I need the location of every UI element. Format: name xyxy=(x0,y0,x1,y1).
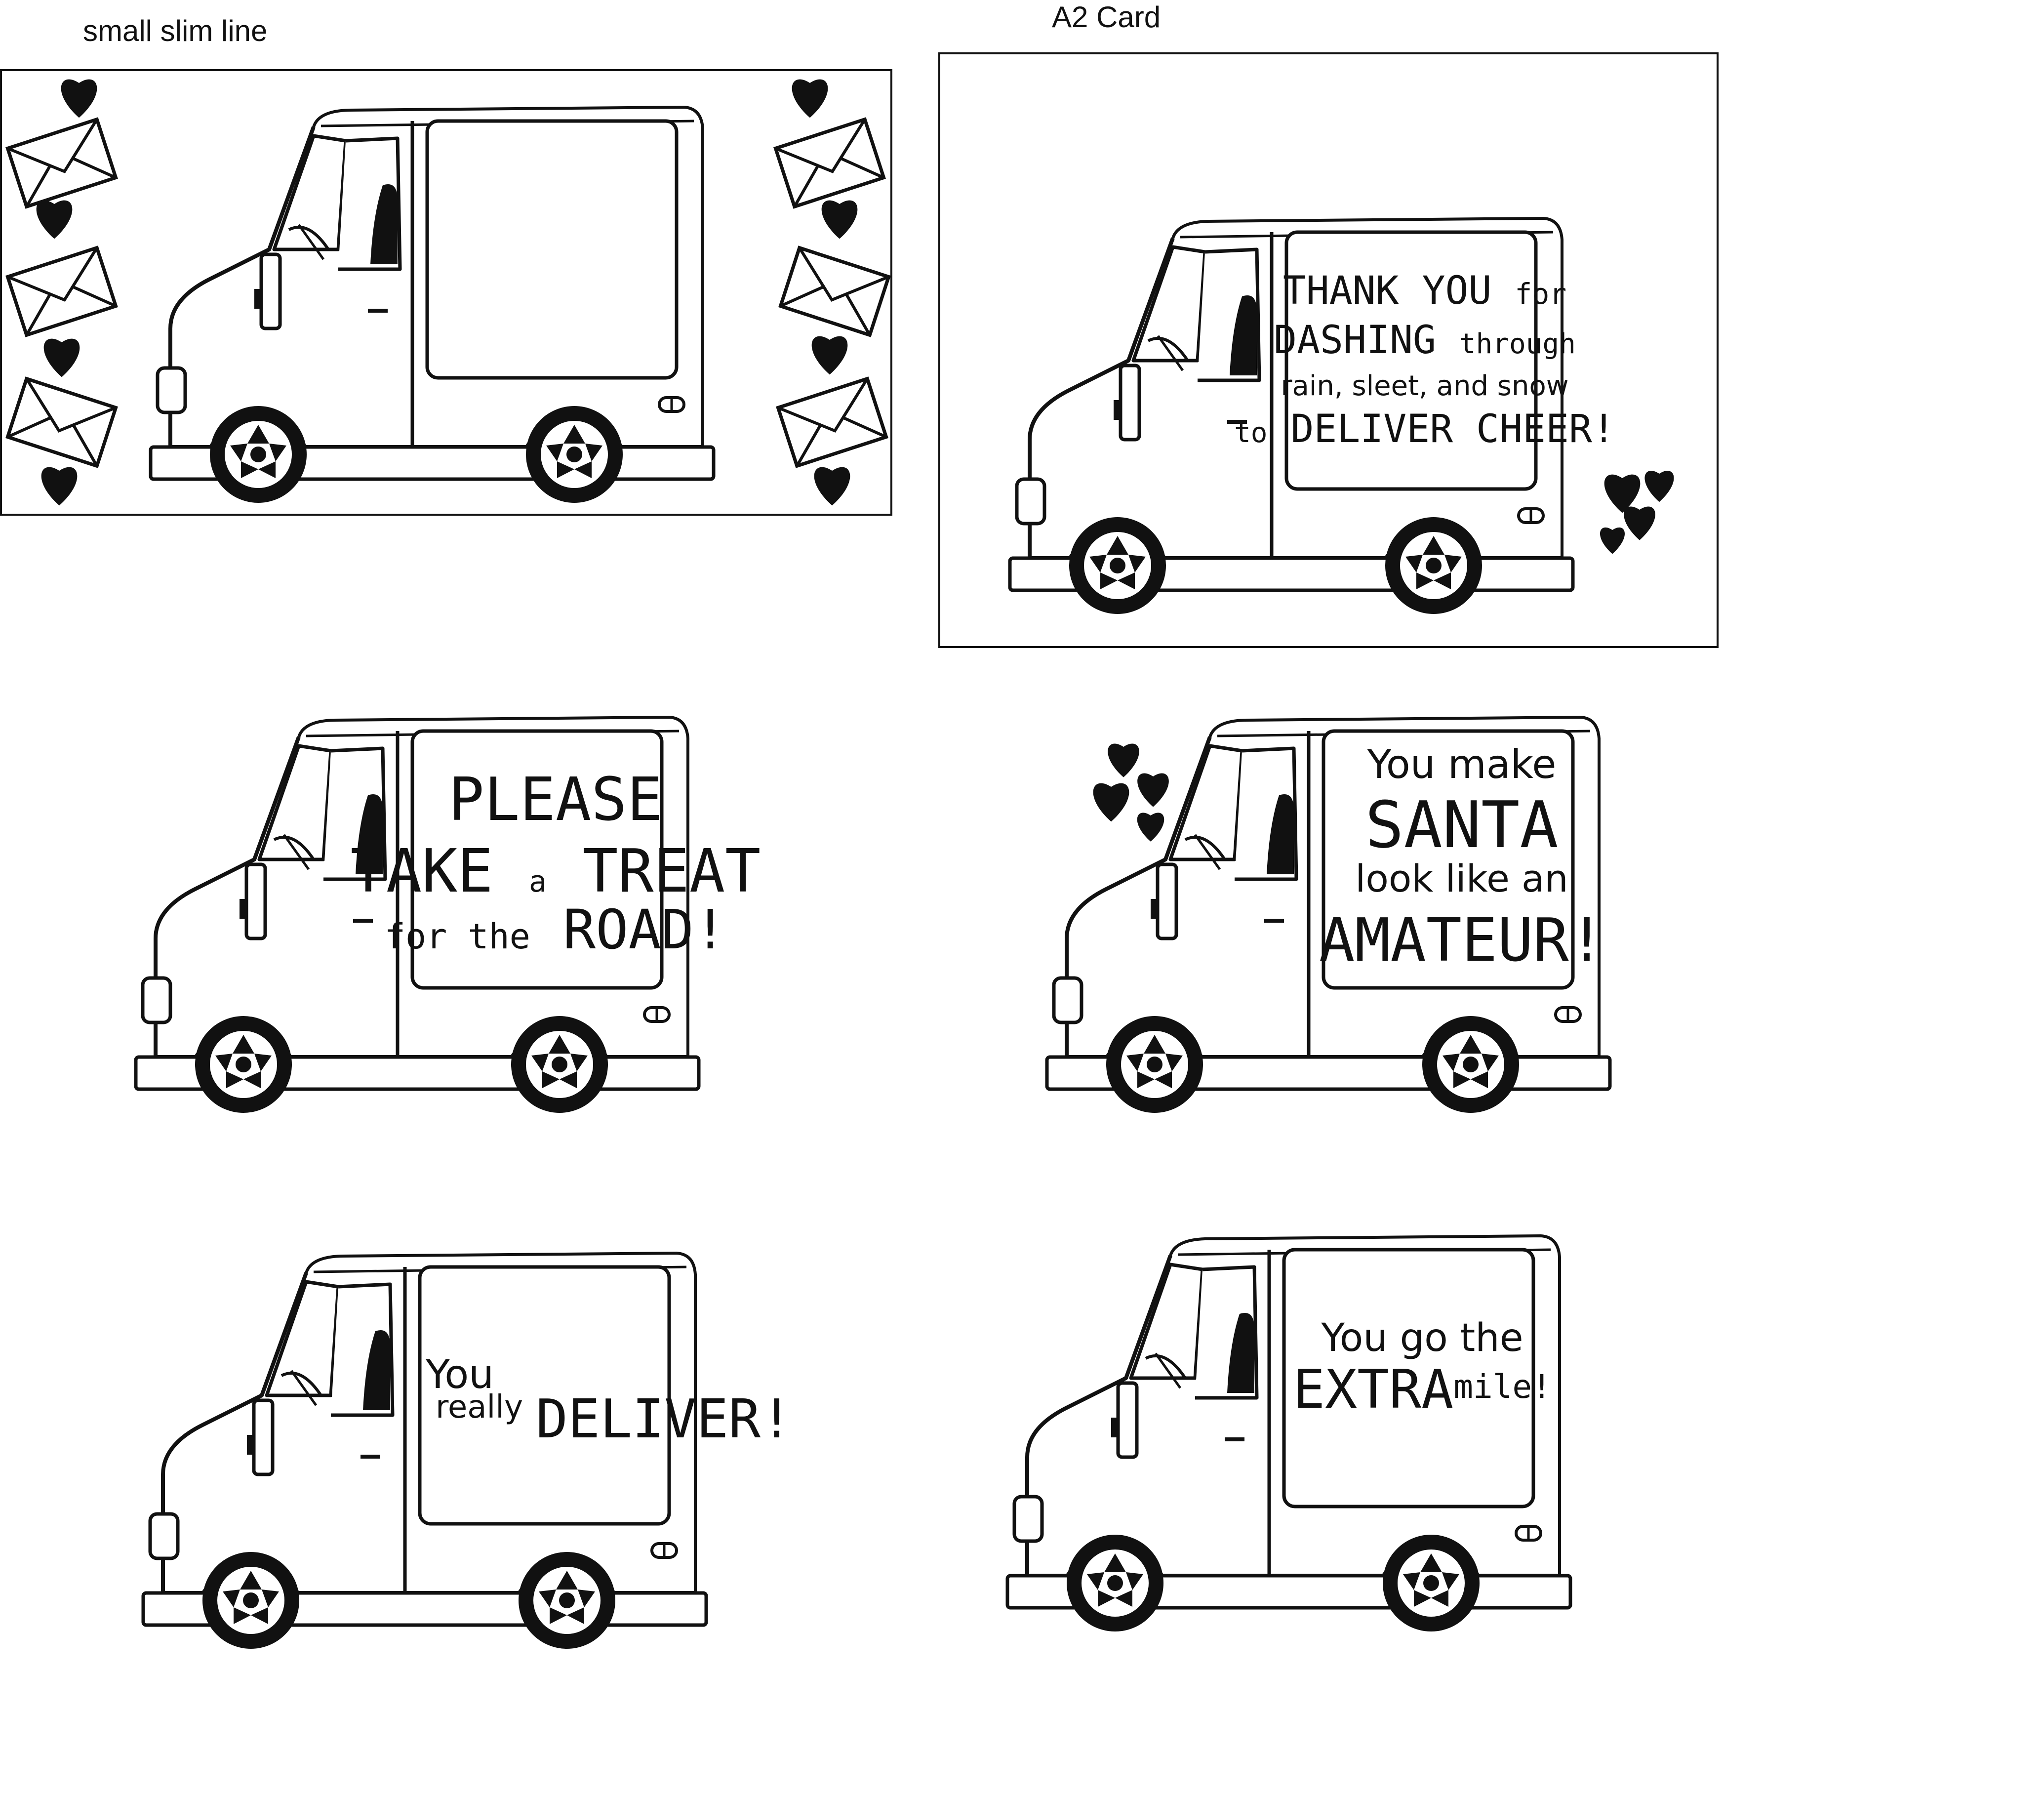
sign-line: to xyxy=(1234,417,1267,449)
sign-line: look like an xyxy=(1355,856,1568,900)
sign-line: ROAD! xyxy=(563,898,726,961)
svg-text:EXTRAmile!: EXTRAmile! xyxy=(1293,1359,1552,1421)
slimline-card xyxy=(7,79,888,506)
heart-icon xyxy=(821,200,858,239)
svg-text:DASHING through: DASHING through xyxy=(1274,318,1576,363)
heart-icon xyxy=(43,338,80,377)
deliver-van: You really DELIVER! xyxy=(143,1253,793,1649)
slimline-card-frame xyxy=(0,69,892,516)
sign-line: through xyxy=(1459,328,1576,360)
delivery-van-icon xyxy=(1007,1236,1570,1631)
heart-icon xyxy=(1600,527,1625,554)
envelope-icon xyxy=(7,120,116,207)
svg-text:TAKE a TREAT: TAKE a TREAT xyxy=(351,837,761,906)
sign-line: AMATEUR! xyxy=(1319,906,1604,975)
sign-line: a xyxy=(529,864,547,899)
sign-line: DELIVER! xyxy=(536,1388,793,1450)
a2-sign: THANK YOU for DASHING through rain, slee… xyxy=(1234,269,1615,451)
envelope-icon xyxy=(780,248,888,335)
slimline-label: small slim line xyxy=(83,14,268,47)
svg-text:to DELIVER CHEER!: to DELIVER CHEER! xyxy=(1234,407,1615,451)
heart-icon xyxy=(1604,474,1641,513)
svg-text:for the ROAD!: for the ROAD! xyxy=(385,898,726,961)
envelope-icon xyxy=(775,120,883,207)
sign-line: EXTRA xyxy=(1293,1359,1453,1421)
sign-line: TAKE xyxy=(351,837,493,906)
sign-line: You xyxy=(425,1351,494,1397)
sign-line: DELIVER CHEER! xyxy=(1290,407,1615,451)
heart-icon xyxy=(1137,813,1164,842)
heart-icon xyxy=(1644,470,1674,502)
sign-line: for the xyxy=(385,916,530,957)
treat-van: PLEASE TAKE a TREAT for the ROAD! xyxy=(136,717,761,1113)
heart-icon xyxy=(36,200,73,239)
sign-line: THANK YOU xyxy=(1283,269,1492,313)
heart-icon xyxy=(814,467,850,506)
sign-line: TREAT xyxy=(582,837,761,906)
delivery-van-icon xyxy=(151,107,714,503)
sign-line: rain, sleet, and snow xyxy=(1281,370,1568,402)
envelope-icon xyxy=(7,379,116,466)
heart-icon xyxy=(1624,506,1655,540)
heart-icon xyxy=(1093,783,1129,822)
heart-icon xyxy=(792,79,828,118)
sign-line: for xyxy=(1515,277,1566,311)
sign-line: You make xyxy=(1367,741,1557,787)
envelope-icon xyxy=(778,379,886,466)
heart-icon xyxy=(1108,743,1139,777)
a2-card-frame xyxy=(938,52,1719,648)
heart-icon xyxy=(1137,773,1169,807)
sign-line: mile! xyxy=(1453,1368,1552,1406)
sign-line: PLEASE xyxy=(448,766,662,834)
envelope-icon xyxy=(7,248,116,335)
a2-card: THANK YOU for DASHING through rain, slee… xyxy=(1010,218,1674,614)
svg-text:THANK YOU for: THANK YOU for xyxy=(1283,269,1566,313)
sign-line: You go the xyxy=(1321,1316,1523,1360)
sign-line: SANTA xyxy=(1365,787,1558,862)
santa-van: You make SANTA look like an AMATEUR! xyxy=(1047,717,1610,1113)
heart-icon xyxy=(811,336,848,375)
a2-card-label: A2 Card xyxy=(1052,0,1161,34)
heart-icon xyxy=(41,467,78,506)
sign-line: DASHING xyxy=(1274,318,1436,363)
heart-icon xyxy=(61,79,97,118)
extra-mile-van: You go the EXTRAmile! xyxy=(1007,1236,1570,1631)
sign-line: really xyxy=(436,1389,523,1426)
delivery-van-icon xyxy=(143,1253,706,1649)
